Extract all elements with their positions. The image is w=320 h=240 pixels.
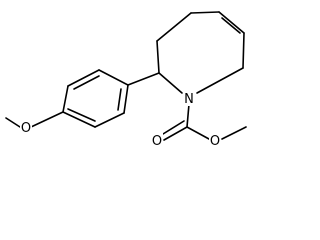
dihydropyridine-ring — [156, 11, 245, 94]
bond-aryl-5 — [94, 112, 125, 128]
bond-carbonyl-double-2 — [162, 120, 185, 135]
carbamate-group — [162, 103, 247, 141]
benzene-ring — [62, 69, 129, 128]
bond-ring-c6-c7 — [242, 32, 245, 69]
bond-ring-c7-nitrogen — [196, 67, 244, 94]
bond-aryl-4 — [123, 84, 129, 114]
bond-ring-c4-c5 — [190, 11, 220, 14]
atom-label-ether-oxygen: O — [20, 120, 32, 136]
molecule-structure: O N O O — [5, 11, 247, 149]
bond-methyl-ether-oxygen — [5, 117, 21, 128]
bond-aryl-6 — [62, 111, 96, 128]
atom-label-ester-oxygen: O — [209, 133, 221, 149]
bond-ring-c5-c6 — [218, 11, 245, 34]
bond-aryl-1 — [62, 85, 69, 113]
bond-carbonyl-double-1 — [163, 126, 188, 141]
bond-aryl-2 — [67, 69, 100, 87]
bond-aryl-inner-1 — [73, 75, 100, 90]
ester-oxygen-label: O — [210, 134, 220, 149]
bond-ring-c2-c3 — [156, 40, 160, 74]
ring-nitrogen-label: N — [184, 92, 194, 107]
bond-ether-oxygen-aryl — [30, 111, 64, 128]
bond-aryl-inner-2 — [117, 88, 122, 111]
bond-nitrogen-carbonyl-carbon — [186, 103, 190, 128]
atom-label-ring-nitrogen: N — [183, 91, 196, 107]
bond-carbonyl-carbon-ester-oxygen — [186, 126, 210, 140]
bond-aryl-to-ring-carbon — [127, 72, 160, 86]
bond-aryl-3 — [98, 69, 129, 86]
methoxy-group — [5, 111, 64, 128]
bond-nitrogen-c2 — [158, 72, 183, 94]
atom-label-carbonyl-oxygen: O — [151, 133, 163, 149]
carbonyl-oxygen-label: O — [152, 134, 162, 149]
bond-ring-c5-c6-double — [221, 17, 241, 34]
bond-aryl-inner-3 — [67, 108, 96, 122]
ether-oxygen-label: O — [21, 121, 31, 136]
bond-ester-oxygen-methyl — [221, 126, 247, 140]
bond-ring-c3-c4 — [156, 12, 192, 42]
